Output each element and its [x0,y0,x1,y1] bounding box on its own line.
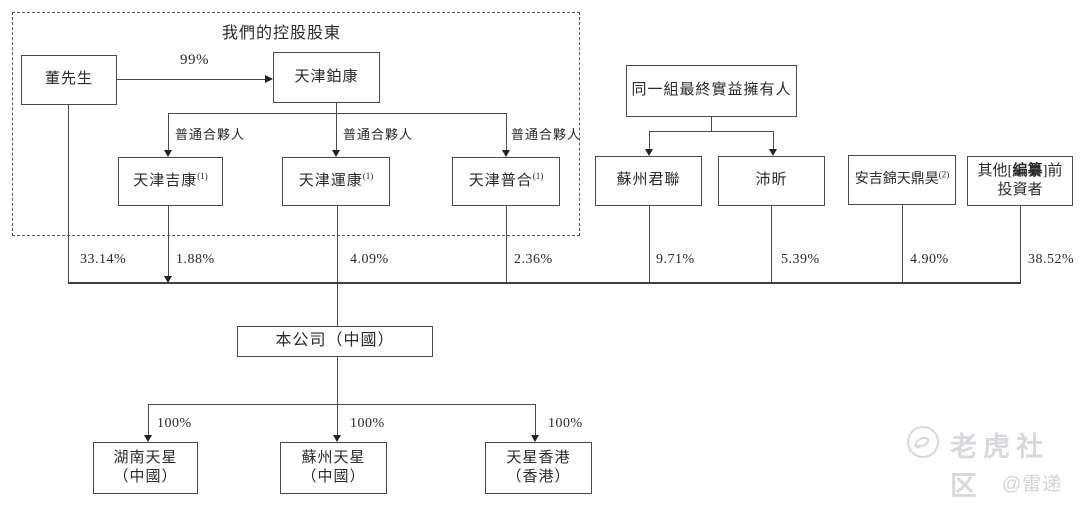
pct-label-dong: 33.14% [80,252,127,267]
edge-dong-to-bus [68,105,69,283]
pct-label-jikang: 1.88% [176,252,215,267]
node-other-pre-investors-line2: 投資者 [997,182,1043,198]
node-mr-dong: 董先生 [21,55,117,105]
node-anji-jintian-dinghao: 安吉錦天鼎昊(2) [848,155,956,205]
node-tianjin-yunkang-label: 天津運康(1) [298,170,374,189]
node-ubo-group-label: 同一組最終實益擁有人 [631,82,792,99]
edge-ubo-junlian [649,131,650,149]
node-suzhou-tianxing-line1: 蘇州天星 [301,449,366,466]
node-peixin: 沛昕 [718,156,825,206]
edge-gp-drop-2 [336,113,337,150]
edge-to-hunan [148,404,149,435]
watermark-brand: 老虎社区 [950,432,1049,501]
arrowhead-down-icon [164,150,172,157]
pct-label-peixin: 5.39% [781,252,820,267]
edge-label-general-partner-1: 普通合夥人 [175,127,246,142]
pct-label-yunkang: 4.09% [350,252,389,267]
arrowhead-down-icon [502,150,510,157]
arrowhead-right-icon [265,75,273,83]
arrowhead-down-icon [144,435,152,442]
tiger-logo-icon [907,426,939,458]
edge-dong-bokang [117,79,266,80]
node-suzhou-junlian-label: 蘇州君聯 [616,172,681,189]
node-tianxing-hk: 天星香港 （香港） [485,442,592,494]
pct-label-hunan: 100% [157,416,192,431]
arrowhead-down-icon [531,435,539,442]
edge-junlian-to-bus [649,206,650,283]
node-peixin-label: 沛昕 [755,172,788,189]
node-mr-dong-label: 董先生 [44,71,93,88]
arrowhead-down-icon [645,149,653,156]
edge-gp-drop-1 [168,113,169,150]
node-tianjin-bokang-label: 天津鉑康 [294,68,359,85]
edge-gp-drop-3 [506,113,507,150]
footnote-2-marker: (2) [938,169,950,180]
node-hunan-tianxing: 湖南天星 （中國） [93,442,198,494]
edge-ownership-bus [68,282,1021,284]
arrowhead-down-icon [333,435,341,442]
node-tianxing-hk-line2: （香港） [506,469,571,485]
node-suzhou-tianxing: 蘇州天星 （中國） [280,442,387,494]
edge-bokang-drop [336,103,337,113]
edge-peixin-to-bus [771,206,772,283]
node-suzhou-junlian: 蘇州君聯 [595,156,702,206]
pct-label-other: 38.52% [1028,252,1075,267]
pct-label-junlian: 9.71% [656,252,695,267]
node-company-label: 本公司（中國） [275,332,395,350]
watermark-handle: @雷递 [1002,474,1063,495]
node-tianjin-jikang: 天津吉康(1) [118,157,223,206]
edge-label-99pct: 99% [180,52,209,68]
edge-yunkang-to-bus [337,206,338,283]
edge-puhe-to-bus [506,206,507,283]
footnote-1-marker: (1) [362,170,374,181]
edge-bus-to-company [337,284,338,326]
node-tianjin-jikang-label: 天津吉康(1) [133,170,208,189]
controlling-shareholders-title: 我們的控股股東 [222,25,342,42]
edge-anji-to-bus [902,205,903,283]
node-other-pre-investors: 其他[編纂]前 投資者 [967,156,1073,206]
footnote-1-marker: (1) [197,170,208,181]
edge-subsidiary-branch [148,404,535,405]
edge-jikang-to-bus [168,206,169,276]
edge-to-suzhou-tx [337,404,338,435]
pct-label-anji: 4.90% [910,252,949,267]
arrowhead-down-icon [164,276,172,283]
node-suzhou-tianxing-line2: （中國） [301,469,366,485]
node-hunan-tianxing-line1: 湖南天星 [113,449,178,466]
pct-label-suzhou-tx: 100% [350,416,385,431]
arrowhead-down-icon [769,149,777,156]
edge-gp-distributor [168,113,506,114]
node-tianjin-bokang: 天津鉑康 [273,52,380,103]
node-tianjin-yunkang: 天津運康(1) [282,157,390,206]
node-tianjin-puhe-label: 天津普合(1) [468,170,544,189]
edge-company-drop [337,357,338,404]
controlling-shareholders-group-frame [12,12,580,236]
pct-label-hk: 100% [548,416,583,431]
edge-ubo-split [649,131,773,132]
edge-other-to-bus [1020,206,1021,283]
redacted-marker: 編纂 [1012,162,1043,179]
edge-to-hk [535,404,536,435]
footnote-1-marker: (1) [532,170,544,181]
node-tianjin-puhe: 天津普合(1) [452,157,560,206]
node-other-pre-investors-line1: 其他[編纂]前 [977,162,1063,179]
edge-label-general-partner-3: 普通合夥人 [511,127,582,142]
edge-ubo-peixin [773,131,774,149]
node-anji-label: 安吉錦天鼎昊(2) [854,169,950,187]
node-tianxing-hk-line1: 天星香港 [506,449,571,466]
node-hunan-tianxing-line2: （中國） [113,469,178,485]
node-ubo-group: 同一組最終實益擁有人 [626,65,797,117]
arrowhead-down-icon [332,150,340,157]
node-company: 本公司（中國） [237,326,433,357]
edge-label-general-partner-2: 普通合夥人 [343,127,414,142]
pct-label-puhe: 2.36% [514,252,553,267]
edge-ubo-drop [711,117,712,131]
